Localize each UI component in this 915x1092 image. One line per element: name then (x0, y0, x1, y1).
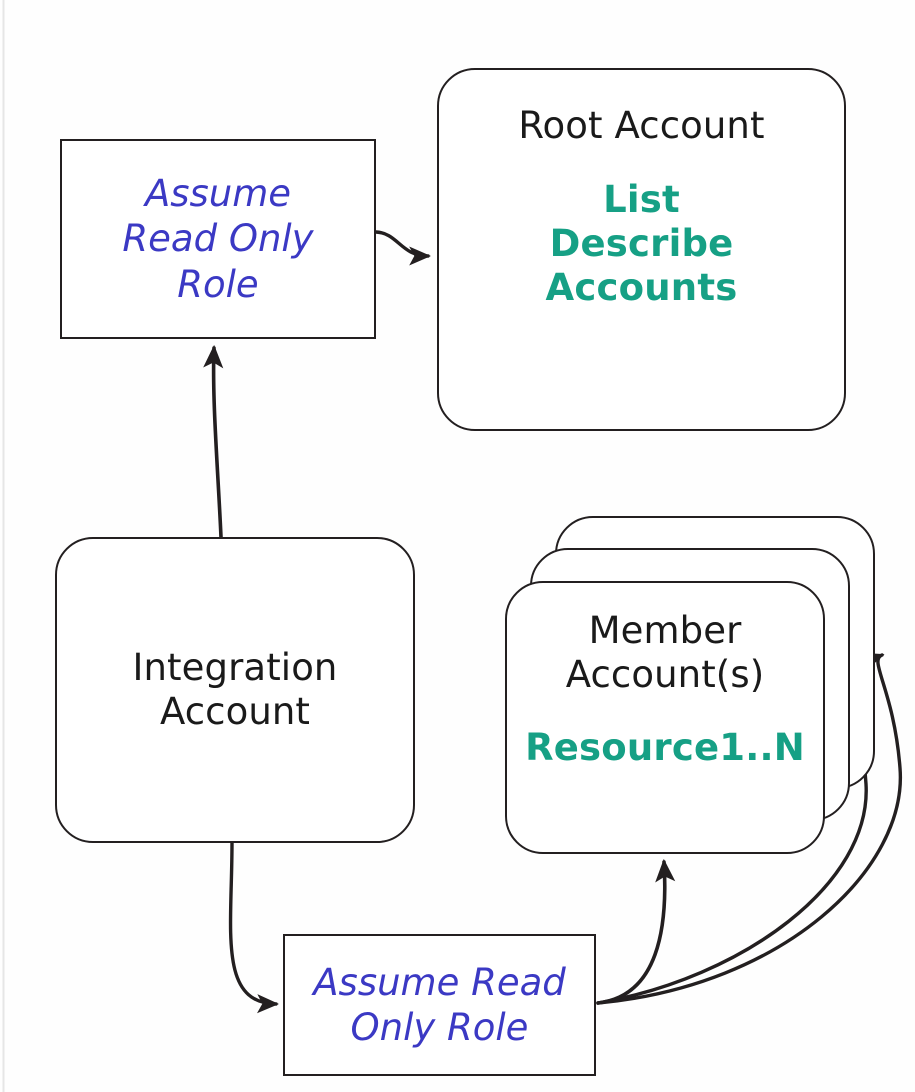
assume-role-top-line-2: Read Only (122, 217, 314, 261)
integration-account-line-2: Account (159, 690, 311, 733)
assume-role-bottom-line-2: Only Role (350, 1006, 529, 1049)
edge-assume-role-top-to-root-account (374, 230, 431, 266)
root-account-action-describe: Describe (549, 222, 734, 266)
node-root-account[interactable]: Root Account List Describe Accounts (437, 68, 846, 431)
node-assume-read-only-role-top[interactable]: Assume Read Only Role (60, 139, 376, 339)
assume-role-top-line-3: Role (177, 262, 259, 306)
root-account-title: Root Account (518, 104, 765, 147)
assume-role-bottom-line-1: Assume Read (313, 960, 566, 1004)
member-accounts-resources: Resource1..N (525, 726, 805, 770)
root-account-action-list: List (603, 177, 680, 221)
node-assume-read-only-role-bottom[interactable]: Assume Read Only Role (283, 934, 596, 1076)
node-member-accounts[interactable]: Member Account(s) Resource1..N (505, 581, 825, 854)
assume-role-top-line-1: Assume (144, 172, 292, 216)
edge-integration-to-assume-role-top (203, 344, 224, 539)
node-integration-account[interactable]: Integration Account (55, 537, 415, 843)
root-account-action-accounts: Accounts (545, 266, 738, 310)
edge-assume-role-bottom-to-member-front (596, 858, 676, 1005)
member-accounts-line-2: Account(s) (565, 652, 765, 696)
member-accounts-line-1: Member (588, 609, 742, 652)
integration-account-line-1: Integration (132, 646, 338, 690)
edge-integration-to-assume-role-bottom (228, 841, 279, 1014)
